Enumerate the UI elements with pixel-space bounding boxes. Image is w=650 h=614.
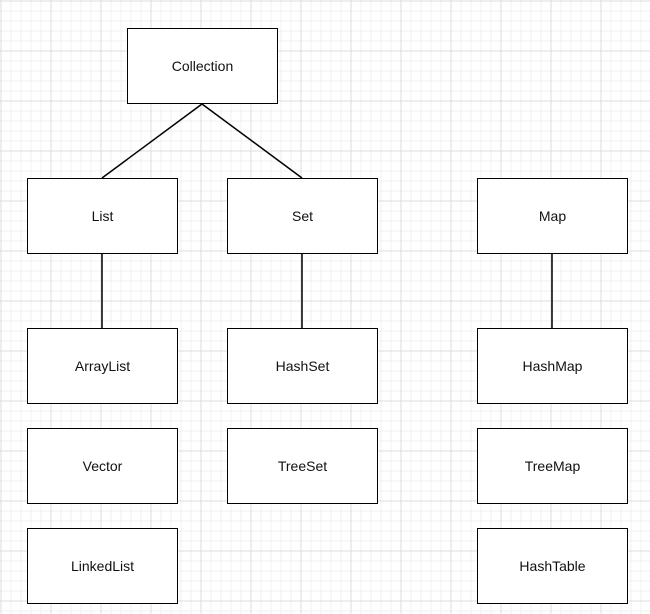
node-hashtable[interactable]: HashTable (477, 528, 628, 604)
node-hashmap[interactable]: HashMap (477, 328, 628, 404)
edge-collection-set (201, 103, 303, 179)
node-hashset[interactable]: HashSet (227, 328, 378, 404)
node-map[interactable]: Map (477, 178, 628, 254)
node-treeset[interactable]: TreeSet (227, 428, 378, 504)
node-set[interactable]: Set (227, 178, 378, 254)
node-arraylist[interactable]: ArrayList (27, 328, 178, 404)
node-list[interactable]: List (27, 178, 178, 254)
node-treemap[interactable]: TreeMap (477, 428, 628, 504)
node-vector[interactable]: Vector (27, 428, 178, 504)
edge-collection-list (101, 103, 203, 179)
node-collection[interactable]: Collection (127, 28, 278, 104)
node-linkedlist[interactable]: LinkedList (27, 528, 178, 604)
